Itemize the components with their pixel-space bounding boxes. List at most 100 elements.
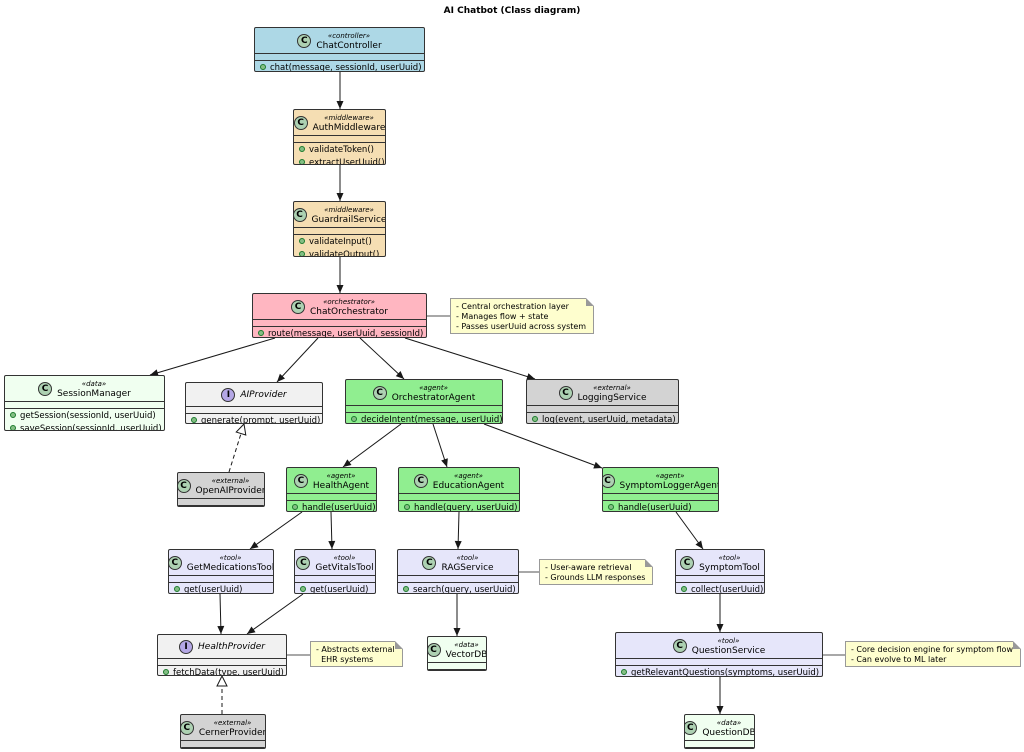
class-titles: «middleware»AuthMiddleware xyxy=(312,113,386,133)
class-header: C «tool»QuestionService xyxy=(616,633,822,659)
class-box-question-service[interactable]: C «tool»QuestionService getRelevantQuestio… xyxy=(615,632,823,677)
class-methods-compartment xyxy=(181,748,265,749)
class-c-icon: C xyxy=(297,34,312,48)
class-methods-compartment: decideIntent(message, userUuid) xyxy=(346,413,502,423)
class-stereotype: «agent» xyxy=(454,472,483,480)
class-fields-compartment xyxy=(253,320,426,327)
class-c-icon: C xyxy=(672,639,687,653)
note-fold-corner xyxy=(645,559,653,567)
diagram-title: AI Chatbot (Class diagram) xyxy=(443,6,581,16)
class-methods-compartment: chat(message, sessionId, userUuid) xyxy=(255,61,424,71)
edge-guardrail-orchestrator-head xyxy=(336,285,344,293)
method-signature: search(query, userUuid) xyxy=(413,585,516,594)
class-fields-compartment xyxy=(181,741,265,748)
method-signature: route(message, userUuid, sessionId) xyxy=(268,329,424,338)
note-line: - Passes userUuid across system xyxy=(456,322,587,331)
note-line: - Core decision engine for symptom flow xyxy=(851,645,1013,654)
class-box-cerner-provider[interactable]: C«external»CernerProvider xyxy=(180,714,266,749)
class-stereotype: «tool» xyxy=(333,554,356,562)
class-name: SymptomTool xyxy=(699,563,760,573)
class-titles: «external»OpenAIProvider xyxy=(196,476,264,496)
class-fields-compartment xyxy=(158,659,286,666)
class-c-icon: C xyxy=(372,386,387,400)
class-titles: «external»LoggingService xyxy=(578,383,647,403)
class-c-icon: C xyxy=(428,643,441,657)
class-box-vector-db[interactable]: C «data»VectorDB xyxy=(427,636,487,671)
edge-orchestrator-agent-line xyxy=(359,337,405,380)
edge-controller-auth-head xyxy=(336,101,344,109)
class-box-question-db[interactable]: C«data»QuestionDB xyxy=(684,714,755,749)
class-stereotype: «external» xyxy=(211,477,250,485)
class-stereotype: «tool» xyxy=(717,637,740,645)
class-box-education-agent[interactable]: C «agent»EducationAgent handle(query, user… xyxy=(398,467,520,512)
note-line: - Manages flow + state xyxy=(456,312,549,321)
public-method-icon xyxy=(163,668,169,675)
public-method-icon xyxy=(299,250,305,256)
edge-agent-symptomlogger-head xyxy=(593,461,602,469)
edge-agent-education-head xyxy=(441,458,448,467)
class-method: log(event, userUuid, metadata) xyxy=(527,414,678,423)
method-signature: extractUserUuid() xyxy=(309,158,385,165)
class-name: SymptomLoggerAgent xyxy=(619,481,719,491)
public-method-icon xyxy=(403,585,409,592)
class-method: getRelevantQuestions(symptoms, userUuid) xyxy=(616,667,822,676)
class-stereotype: «data» xyxy=(716,719,742,727)
class-header: C«tool»SymptomTool xyxy=(676,550,764,576)
public-method-icon xyxy=(299,237,305,244)
class-box-symptom-tool[interactable]: C«tool»SymptomTool collect(userUuid) xyxy=(675,549,765,594)
edge-orchestrator-session-line xyxy=(149,337,276,376)
class-name: GuardrailService xyxy=(311,215,386,225)
class-name: AIProvider xyxy=(240,390,287,400)
class-name: AuthMiddleware xyxy=(312,123,386,133)
class-method: handle(userUuid) xyxy=(603,502,718,511)
class-name: RAGService xyxy=(441,563,494,573)
public-method-icon xyxy=(300,585,306,592)
note-line: - Can evolve to ML later xyxy=(851,655,947,664)
class-titles: «agent»EducationAgent xyxy=(433,471,504,491)
class-method: search(query, userUuid) xyxy=(398,584,518,594)
method-signature: validateInput() xyxy=(309,237,372,247)
method-signature: handle(query, userUuid) xyxy=(414,503,518,512)
class-fields-compartment xyxy=(398,576,518,583)
class-methods-compartment: handle(userUuid) xyxy=(287,501,376,511)
class-c-icon: C xyxy=(181,721,194,735)
class-box-openai-provider[interactable]: C«external»OpenAIProvider xyxy=(177,472,265,507)
class-box-orchestrator-agent[interactable]: C«agent»OrchestratorAgent decideIntent(me… xyxy=(345,379,503,424)
class-methods-compartment: collect(userUuid) xyxy=(676,583,764,593)
class-header: C«tool»GetMedicationsTool xyxy=(169,550,273,576)
class-name: EducationAgent xyxy=(432,481,505,491)
class-header: C«orchestrator»ChatOrchestrator xyxy=(253,294,426,320)
class-c-icon: C xyxy=(293,474,308,488)
edge-health-vitals-head xyxy=(328,540,336,549)
public-method-icon xyxy=(299,158,305,164)
class-c-icon: C xyxy=(413,474,428,488)
edge-symptomtool-questionservice-head xyxy=(716,624,724,632)
public-method-icon xyxy=(258,329,264,336)
class-name: QuestionService xyxy=(691,646,766,656)
class-titles: «tool»GetMedicationsTool xyxy=(187,553,273,573)
public-method-icon xyxy=(681,585,687,592)
class-methods-compartment xyxy=(428,670,486,671)
public-method-icon xyxy=(10,424,16,430)
class-methods-compartment: handle(userUuid) xyxy=(603,501,718,511)
class-name: CernerProvider xyxy=(198,728,266,738)
class-methods-compartment: search(query, userUuid) xyxy=(398,583,518,594)
class-titles: «data»VectorDB xyxy=(446,640,486,660)
class-box-chat-orchestrator[interactable]: C«orchestrator»ChatOrchestrator route(mes… xyxy=(252,293,427,338)
public-method-icon xyxy=(532,415,538,422)
class-header: C«agent»OrchestratorAgent xyxy=(346,380,502,406)
